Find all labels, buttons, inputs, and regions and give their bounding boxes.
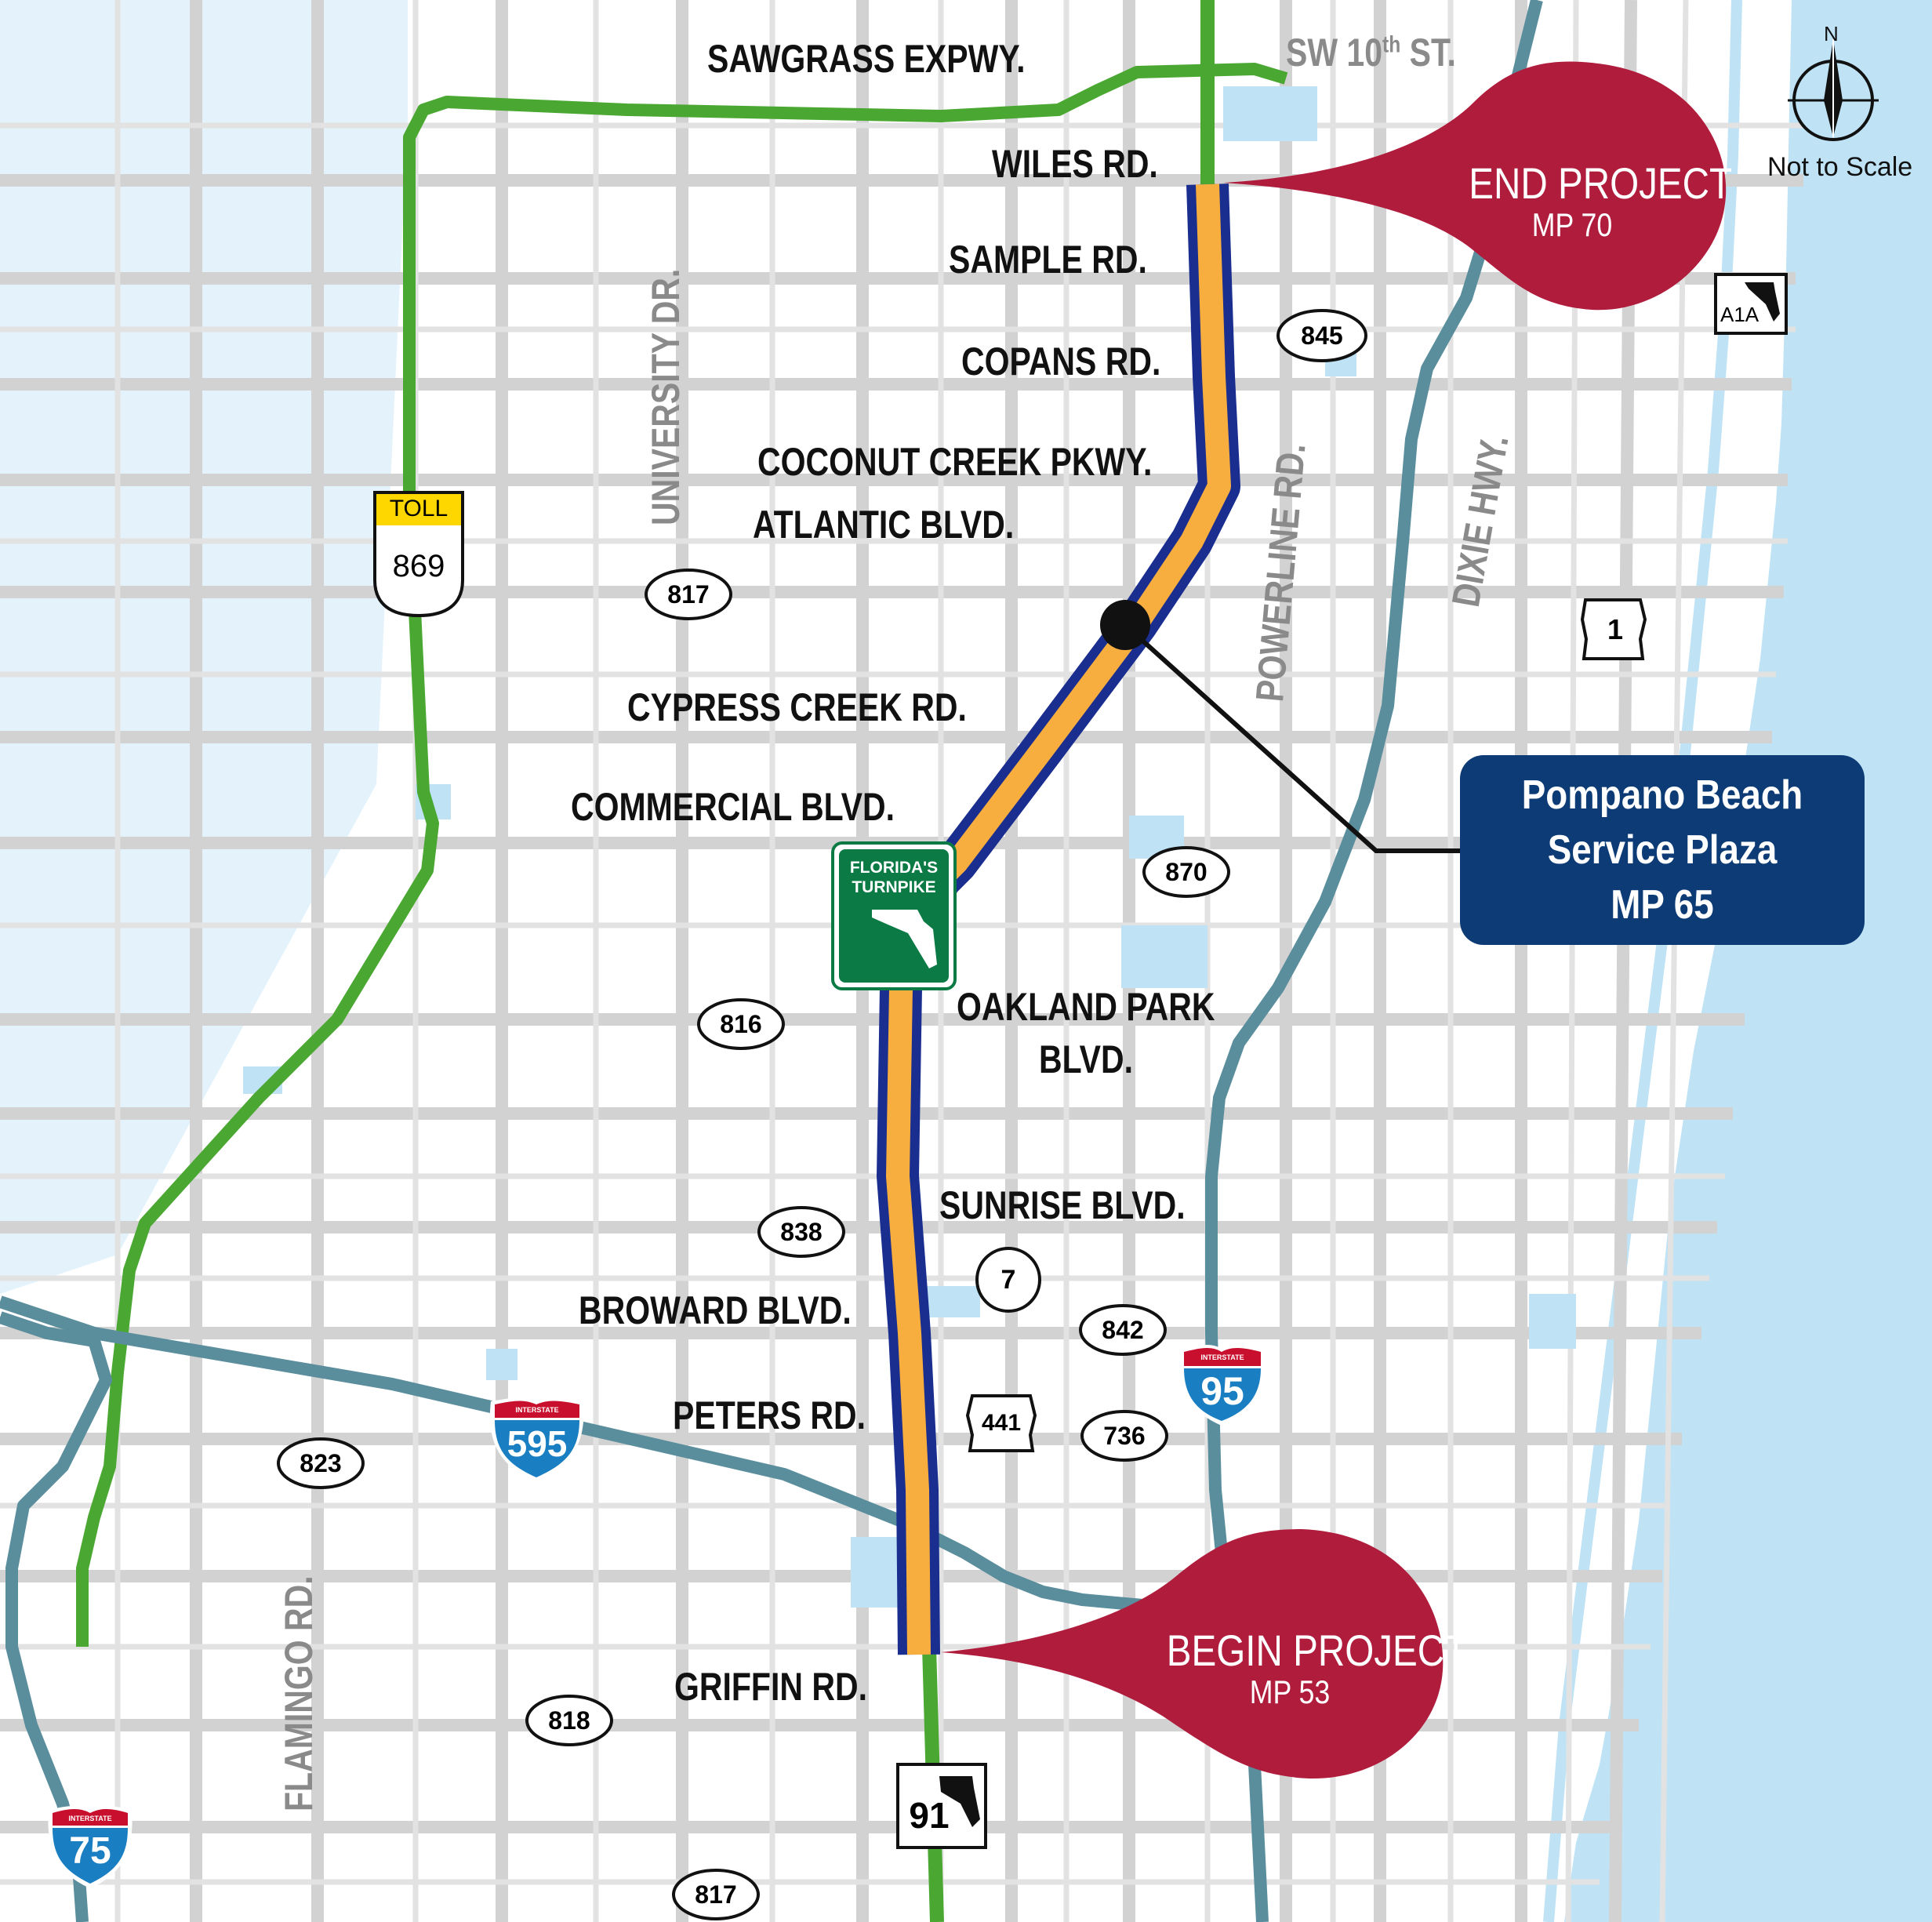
label-sw-10th-st-suffix: ST.: [1400, 31, 1456, 74]
sr-816-label: 816: [720, 1010, 762, 1038]
label-copans-rd: COPANS RD.: [961, 340, 1161, 383]
i-75-banner: INTERSTATE: [68, 1815, 112, 1822]
label-sw-10th-st-main: SW 10: [1286, 31, 1383, 74]
sr-817-south-label: 817: [695, 1880, 737, 1909]
begin-project-label: BEGIN PROJECT MP 53: [1166, 1626, 1468, 1710]
i-595-shield: [489, 1397, 584, 1482]
end-project-title: END PROJECT: [1469, 158, 1733, 208]
compass-icon: [1788, 39, 1879, 141]
sr-838-label: 838: [780, 1218, 823, 1246]
lakes: [243, 86, 1576, 1608]
label-cypress-creek-rd: CYPRESS CREEK RD.: [627, 685, 967, 729]
toll-869-banner: TOLL: [389, 496, 448, 521]
us-441-label: 441: [981, 1410, 1022, 1436]
label-flamingo-rd: FLAMINGO RD.: [277, 1575, 321, 1811]
label-wiles-rd: WILES RD.: [992, 142, 1158, 186]
service-plaza-line1: Pompano Beach: [1521, 772, 1803, 818]
west-water: [0, 0, 408, 1294]
sr-736-label: 736: [1103, 1422, 1146, 1450]
fl-91-shield: [896, 1763, 987, 1849]
begin-project-mp: MP 53: [1249, 1673, 1331, 1710]
label-coconut-creek-pkwy: COCONUT CREEK PKWY.: [757, 440, 1153, 484]
label-sw-10th-st: SW 10th ST.: [1286, 30, 1456, 75]
toll-869-number: 869: [392, 549, 445, 583]
end-project-mp: MP 70: [1531, 206, 1613, 243]
service-plaza-dot: [1100, 600, 1150, 650]
end-project-callout: [1223, 61, 1727, 311]
i-595-banner: INTERSTATE: [515, 1406, 559, 1414]
fl-91-label: 91: [909, 1795, 950, 1836]
label-broward-blvd: BROWARD BLVD.: [579, 1288, 852, 1332]
service-plaza-box: Pompano Beach Service Plaza MP 65: [1460, 755, 1865, 945]
compass-scale-note: Not to Scale: [1767, 152, 1913, 182]
i-75-number: 75: [69, 1830, 111, 1872]
service-plaza-line3: MP 65: [1611, 882, 1714, 928]
sr-845-label: 845: [1301, 322, 1343, 350]
label-sawgrass-expwy: SAWGRASS EXPWY.: [707, 37, 1026, 81]
begin-project-title: BEGIN PROJECT: [1166, 1626, 1468, 1675]
us-441-shield: [965, 1394, 1037, 1452]
sr-870-label: 870: [1165, 858, 1208, 886]
service-plaza-line2: Service Plaza: [1547, 827, 1778, 873]
florida-turnpike-sign: [831, 841, 957, 990]
i-95-banner: INTERSTATE: [1200, 1353, 1244, 1361]
turnpike-sign-line1: FLORIDA'S: [849, 859, 939, 877]
sr-842-label: 842: [1102, 1316, 1144, 1344]
label-peters-rd: PETERS RD.: [673, 1393, 866, 1437]
us-1-label: 1: [1607, 613, 1624, 645]
label-oakland-park: OAKLAND PARK: [957, 985, 1215, 1029]
label-sunrise-blvd: SUNRISE BLVD.: [939, 1183, 1186, 1227]
plaza-leader-line: [1123, 623, 1460, 853]
i-595-number: 595: [507, 1423, 568, 1464]
sr-823-label: 823: [300, 1449, 342, 1477]
turnpike-sign-line2: TURNPIKE: [852, 878, 936, 896]
label-atlantic-blvd: ATLANTIC BLVD.: [753, 503, 1015, 547]
compass-north-label: N: [1824, 22, 1839, 45]
begin-project-callout: [941, 1529, 1444, 1779]
toll-869-shield: [373, 491, 464, 618]
label-commercial-blvd: COMMERCIAL BLVD.: [571, 785, 895, 829]
state-route-ovals: [277, 309, 1367, 1920]
label-sw-10th-st-sup: th: [1382, 31, 1401, 58]
i-75-shield: [48, 1806, 133, 1888]
i-95-number: 95: [1200, 1369, 1244, 1413]
label-griffin-rd: GRIFFIN RD.: [674, 1665, 867, 1709]
sr-817-north-label: 817: [667, 580, 710, 609]
label-university-dr: UNIVERSITY DR.: [644, 268, 688, 525]
i-95-shield: [1179, 1345, 1265, 1426]
a1a-label: A1A: [1720, 303, 1760, 326]
us-1-shield: [1580, 598, 1647, 660]
sr-818-label: 818: [548, 1706, 590, 1735]
i-95-route: [1205, 0, 1543, 1922]
label-oakland-park-blvd: BLVD.: [1039, 1037, 1133, 1081]
label-sample-rd: SAMPLE RD.: [949, 238, 1147, 282]
sawgrass-expressway: [76, 63, 1288, 1647]
sr-7-label: 7: [1000, 1265, 1016, 1295]
end-project-label: END PROJECT MP 70: [1469, 158, 1733, 243]
a1a-shield: [1714, 273, 1788, 335]
